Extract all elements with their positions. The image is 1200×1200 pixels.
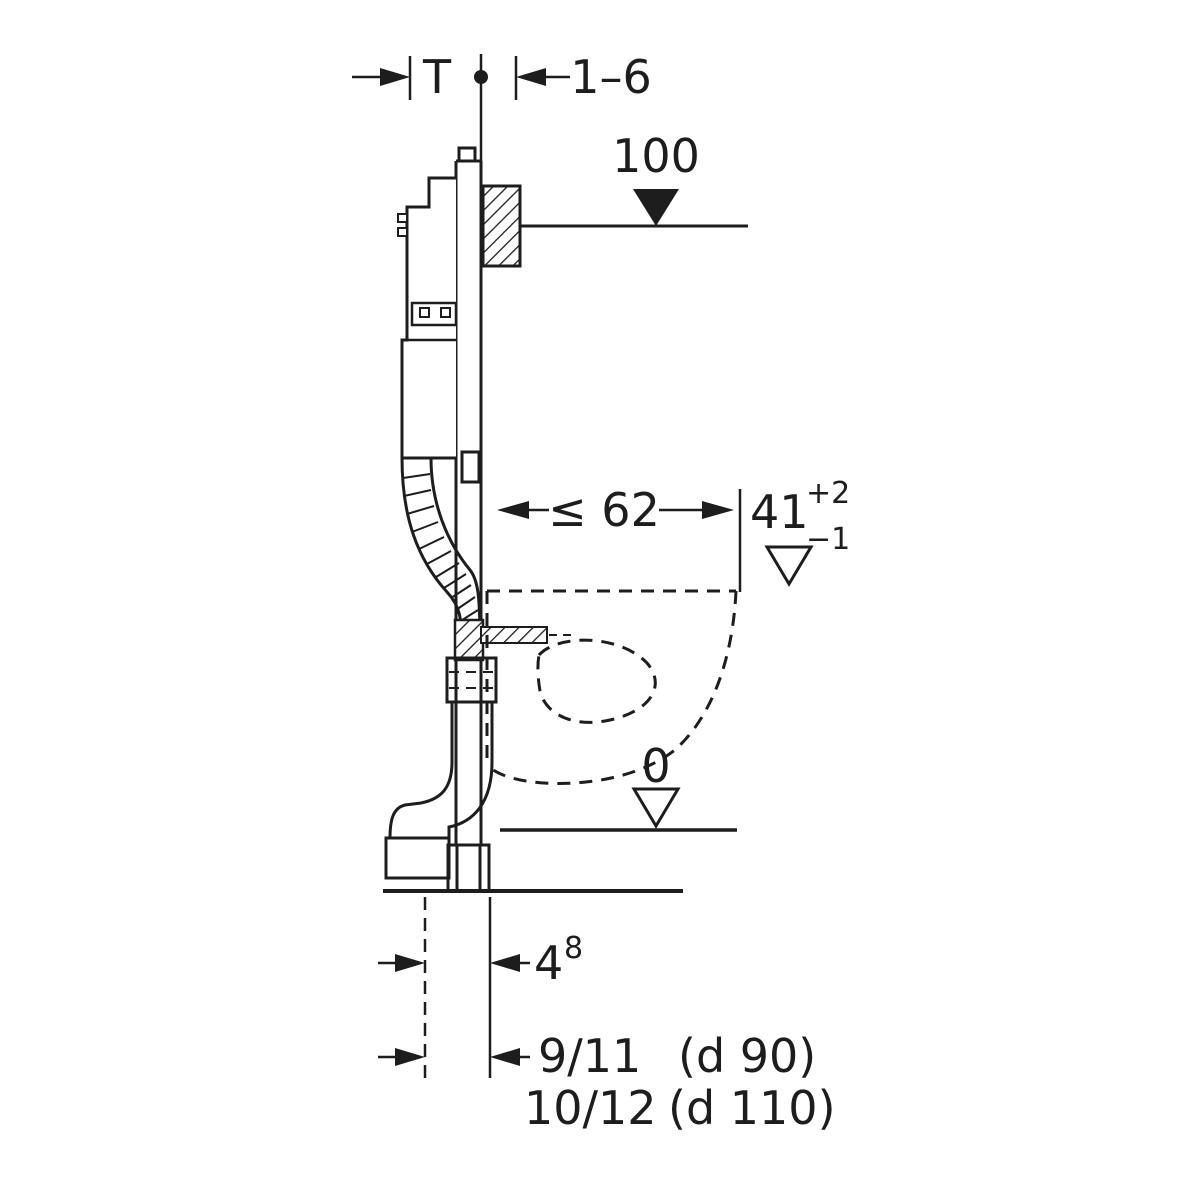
arrowhead-right-icon xyxy=(380,68,410,86)
label-drain-diameter-1: (d 90) xyxy=(678,1029,816,1083)
label-range-1-6: 1–6 xyxy=(570,50,652,104)
bracket-hole xyxy=(440,307,451,318)
cistern-rib xyxy=(397,213,408,223)
wall-face-reference xyxy=(474,54,488,162)
label-drain-size-1: 9/11 xyxy=(538,1029,641,1083)
dimension-dot-icon xyxy=(474,70,488,84)
label-height-41: 41 xyxy=(750,485,809,539)
label-drain-diameter-2: (d 110) xyxy=(668,1081,836,1135)
dim-t xyxy=(352,56,412,100)
label-drain-size-2: 10/12 xyxy=(524,1081,657,1135)
level-marker-100 xyxy=(521,189,748,228)
drain-elbow-outer xyxy=(447,761,494,838)
drain-sleeve xyxy=(384,836,451,880)
drain-socket xyxy=(445,656,498,704)
fixing-rod xyxy=(480,626,548,644)
fixing-bracket xyxy=(453,618,485,662)
corrugation-ticks xyxy=(402,473,479,623)
wall-bracket xyxy=(481,184,522,268)
flush-bend-inner xyxy=(429,457,482,645)
dim-depth xyxy=(497,489,742,592)
drain-assembly xyxy=(384,656,498,880)
label-level-0: 0 xyxy=(641,739,670,793)
tolerance-triangle-open-icon xyxy=(764,545,814,587)
label-offset-exp-8: 8 xyxy=(564,931,583,966)
cistern-body xyxy=(397,176,458,460)
rail-top-tab xyxy=(457,146,477,163)
level-triangle-filled-icon xyxy=(633,189,679,226)
cistern-rib xyxy=(397,227,408,237)
label-offset-4: 4 xyxy=(534,936,563,990)
arrowhead-right-icon xyxy=(395,1048,425,1066)
toilet-pan-outline xyxy=(485,589,738,785)
arrowhead-left-icon xyxy=(490,954,520,972)
arrowhead-left-icon xyxy=(516,68,546,86)
dim-1-6 xyxy=(514,56,570,100)
arrowhead-right-icon xyxy=(395,954,425,972)
arrowhead-right-icon xyxy=(702,501,734,519)
label-t: T xyxy=(422,50,452,104)
arrowhead-left-icon xyxy=(490,1048,520,1066)
rail-clip xyxy=(460,450,481,484)
label-level-100: 100 xyxy=(612,129,700,183)
flush-bend xyxy=(400,457,482,651)
dim-drain xyxy=(378,1048,530,1066)
label-depth-max: ≤ 62 xyxy=(548,483,660,537)
drain-elbow-inner xyxy=(388,761,454,839)
arrowhead-left-icon xyxy=(497,501,529,519)
pan-body-curve xyxy=(485,590,738,785)
label-tolerance-minus: −1 xyxy=(806,522,850,557)
bracket-hole xyxy=(419,307,430,318)
level-triangle-open-icon xyxy=(631,787,681,829)
dim-offset xyxy=(378,954,530,972)
label-tolerance-plus: +2 xyxy=(806,476,850,511)
pan-bowl-curve xyxy=(536,638,657,724)
pan-fixing xyxy=(453,618,575,662)
rail-foot xyxy=(446,843,491,893)
